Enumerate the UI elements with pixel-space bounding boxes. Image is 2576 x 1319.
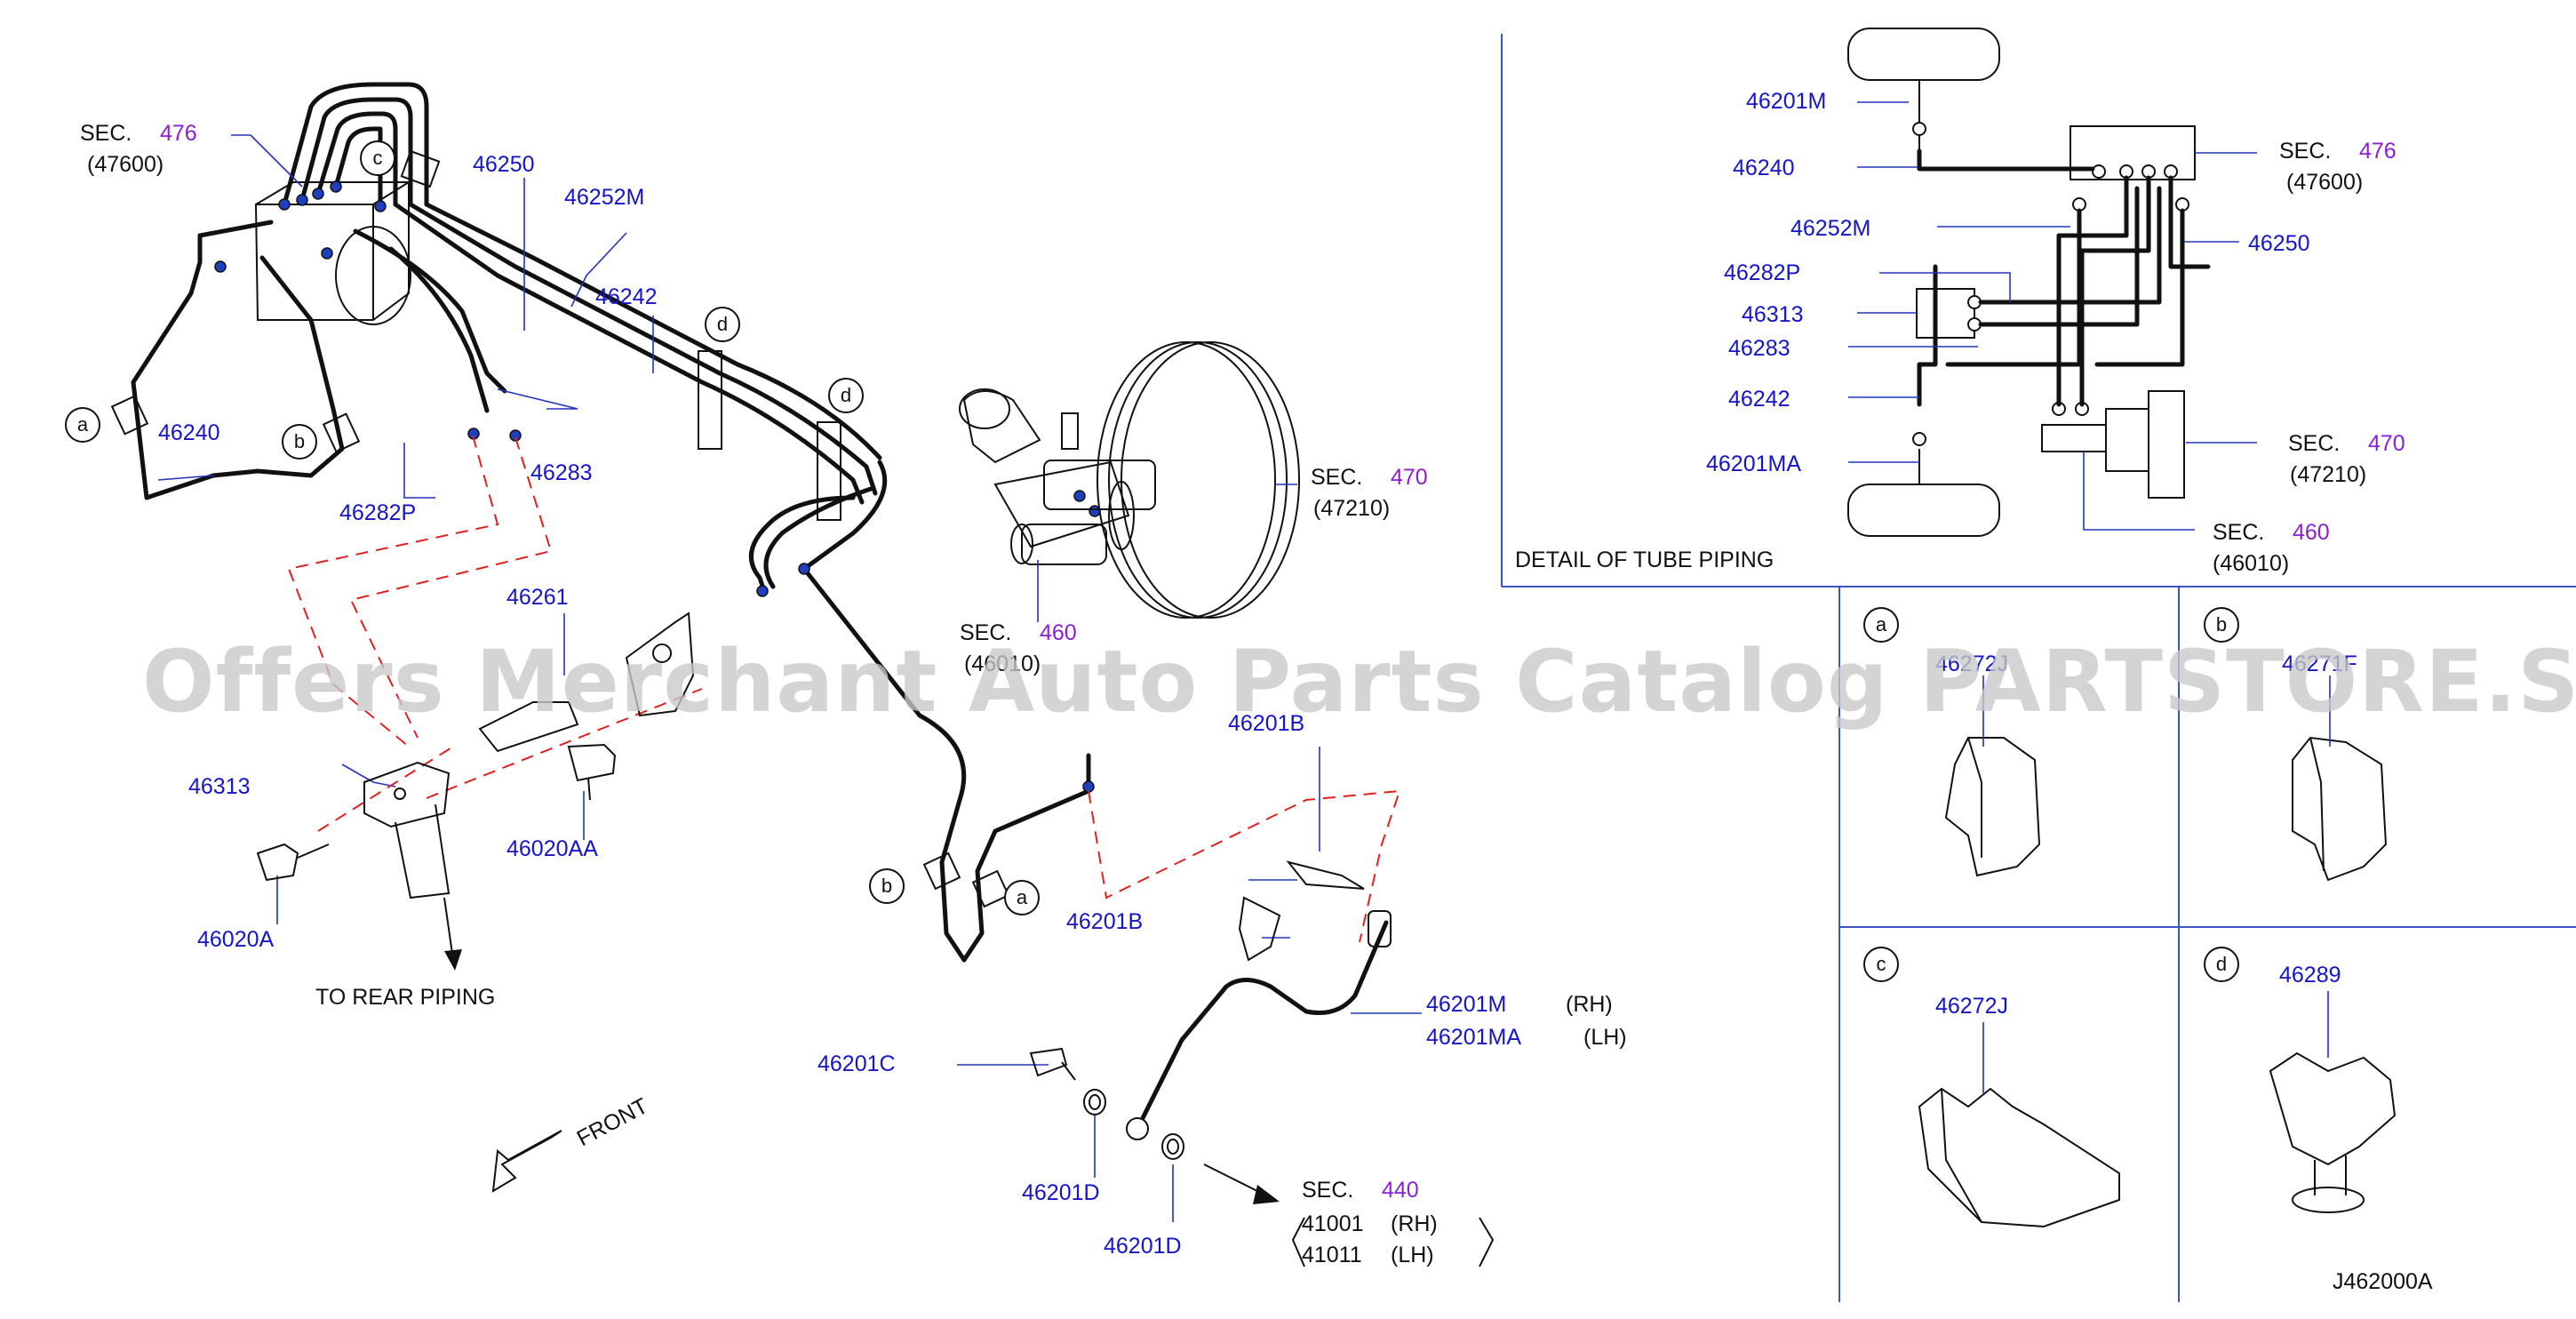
d-sec460-prefix: SEC.	[2213, 520, 2264, 545]
sec476-prefix: SEC.	[80, 121, 132, 146]
front-tire-shape	[1847, 28, 2000, 81]
label-rh: (RH)	[1566, 992, 1613, 1017]
brake-booster-main	[959, 341, 1300, 619]
label-46201C: 46201C	[817, 1051, 896, 1076]
detail-label-46201MA: 46201MA	[1706, 452, 1801, 476]
clip-c-letter: c	[1877, 953, 1886, 975]
junction-block-shape	[1916, 288, 1975, 339]
detail-label-46283: 46283	[1728, 336, 1790, 361]
letter-markers: a b c d d b a a b c d	[65, 140, 2239, 982]
d-sec476-prefix: SEC.	[2279, 139, 2331, 164]
marker-b1: b	[294, 430, 305, 452]
sec470-prefix: SEC.	[1311, 465, 1362, 490]
d-sec460-number: 460	[2293, 520, 2330, 545]
label-46201MA: 46201MA	[1426, 1025, 1521, 1050]
detail-frame	[1501, 34, 2576, 1302]
clip-b-letter: b	[2216, 613, 2227, 636]
section-refs: SEC. 476 (47600) SEC. 470 (47210) SEC. 4…	[80, 121, 2405, 1203]
clip-d-letter: d	[2216, 953, 2227, 975]
tube-clips-main	[110, 149, 1010, 908]
marker-d1: d	[717, 313, 728, 335]
label-46201D-b: 46201D	[1104, 1234, 1182, 1259]
label-41001: 41001	[1302, 1211, 1364, 1236]
clip-c-part: 46272J	[1935, 994, 2008, 1019]
label-46201B-top: 46201B	[1228, 711, 1304, 736]
clip-d-part: 46289	[2279, 963, 2341, 987]
d-sec460-sub: (46010)	[2213, 551, 2289, 576]
label-46020A: 46020A	[197, 927, 275, 952]
clip-b-part: 46271F	[2282, 652, 2357, 676]
marker-a1: a	[77, 413, 89, 436]
label-46201D-a: 46201D	[1022, 1180, 1100, 1205]
detail-label-46242: 46242	[1728, 387, 1790, 412]
marker-d2: d	[841, 384, 851, 406]
dashed-guides	[287, 435, 1401, 943]
hardware-main	[256, 612, 1495, 1267]
detail-part-labels: 46201M 46240 46252M 46282P 46313 46283 4…	[1706, 89, 2310, 476]
detail-label-46240: 46240	[1733, 156, 1795, 180]
d-sec470-number: 470	[2368, 431, 2405, 456]
sec460-sub: (46010)	[964, 652, 1041, 676]
d-sec470-sub: (47210)	[2290, 462, 2366, 487]
sec470-sub: (47210)	[1313, 496, 1390, 521]
clip-a-part: 46272J	[1935, 652, 2008, 676]
label-46201M: 46201M	[1426, 992, 1506, 1017]
diagram-code: J462000A	[2333, 1269, 2433, 1294]
note-front: FRONT	[573, 1093, 652, 1151]
booster-shape-detail	[2105, 408, 2149, 472]
clip-drawings	[1918, 736, 2397, 1228]
detail-schematic	[1847, 28, 2257, 537]
label-46261: 46261	[506, 585, 569, 610]
sec440-prefix: SEC.	[1302, 1178, 1353, 1203]
d-sec470-prefix: SEC.	[2288, 431, 2340, 456]
watermark-text: Offers Merchant Auto Parts Catalog PARTS…	[142, 632, 2576, 731]
sec476-sub: (47600)	[87, 152, 163, 177]
clip-part-labels: 46272J 46271F 46272J 46289	[1935, 652, 2357, 1093]
detail-label-46282P: 46282P	[1724, 260, 1800, 285]
marker-b2: b	[881, 875, 892, 897]
label-lh: (LH)	[1583, 1025, 1627, 1050]
label-lh2: (LH)	[1391, 1243, 1434, 1267]
note-to-rear-piping: TO REAR PIPING	[315, 985, 495, 1010]
sec460-prefix: SEC.	[960, 620, 1011, 645]
leaders-main	[157, 134, 1422, 1222]
brake-tubes-main	[131, 82, 1091, 963]
label-46252M: 46252M	[564, 185, 644, 210]
label-41011: 41011	[1302, 1243, 1362, 1267]
label-46313: 46313	[188, 774, 251, 799]
label-46240: 46240	[158, 420, 220, 445]
label-46201B-mid: 46201B	[1066, 909, 1143, 934]
clip-a-letter: a	[1876, 613, 1887, 636]
detail-label-46252M: 46252M	[1790, 216, 1870, 241]
d-sec476-sub: (47600)	[2286, 170, 2363, 195]
sec440-number: 440	[1382, 1178, 1419, 1203]
label-rh2: (RH)	[1391, 1211, 1438, 1236]
detail-title: DETAIL OF TUBE PIPING	[1515, 548, 1774, 572]
d-sec476-number: 476	[2359, 139, 2397, 164]
main-part-labels: 46250 46252M 46242 46240 46282P 46283 46…	[158, 152, 1627, 1267]
detail-label-46250: 46250	[2248, 231, 2310, 256]
label-46020AA: 46020AA	[506, 836, 598, 861]
label-46250: 46250	[473, 152, 535, 177]
sec460-number: 460	[1040, 620, 1077, 645]
sec470-number: 470	[1391, 465, 1428, 490]
master-cylinder-shape	[2041, 424, 2107, 452]
detail-label-46201M: 46201M	[1746, 89, 1826, 114]
label-46283: 46283	[530, 460, 593, 485]
detail-label-46313: 46313	[1742, 302, 1804, 327]
sec476-number: 476	[160, 121, 197, 146]
marker-c1: c	[373, 147, 383, 169]
rear-tire-shape	[1847, 484, 2000, 537]
label-46242: 46242	[595, 284, 658, 309]
label-46282P: 46282P	[339, 500, 416, 525]
marker-a2: a	[1017, 886, 1028, 908]
